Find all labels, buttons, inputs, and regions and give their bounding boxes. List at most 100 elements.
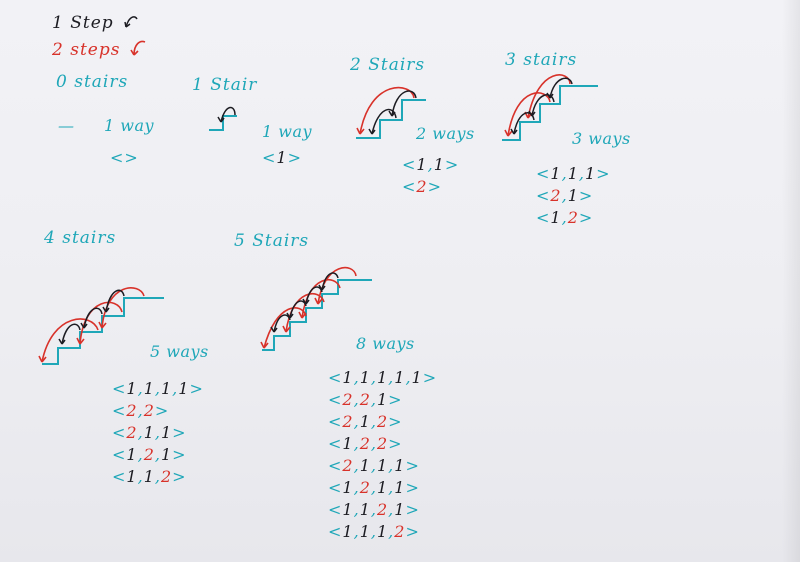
case-2-title: 2 Stairs <box>350 55 426 75</box>
sequence-step: 1 <box>126 445 138 464</box>
case-5-title: 5 Stairs <box>234 231 310 251</box>
sequence-step: 1 <box>376 368 389 387</box>
sequence-open-bracket: < <box>112 445 127 464</box>
sequence-close-bracket: > <box>388 390 403 409</box>
sequence-line: < 2 > <box>402 179 459 201</box>
sequence-line: < 1,1 > <box>402 157 459 179</box>
sequence-step: 2 <box>342 390 354 409</box>
sequence-step: 2 <box>143 401 155 420</box>
sequence-comma: , <box>137 423 144 442</box>
sequence-step: 1 <box>359 456 371 475</box>
sequence-comma: , <box>154 423 161 442</box>
sequence-comma: , <box>353 522 360 541</box>
sequence-step: 2 <box>342 456 354 475</box>
sequence-comma: , <box>137 467 144 486</box>
sequence-step: 1 <box>550 208 562 227</box>
case-4-title: 4 stairs <box>44 228 117 248</box>
sequence-comma: , <box>154 467 161 486</box>
sequence-comma: , <box>388 522 395 541</box>
sequence-line: < 2,1 > <box>536 188 611 210</box>
three-stairs-drawing <box>502 74 598 141</box>
case-1-title: 1 Stair <box>192 75 258 95</box>
case-0-ways: 1 way <box>104 116 155 135</box>
sequence-step: 2 <box>160 467 173 486</box>
sequence-open-bracket: < <box>328 368 343 387</box>
sequence-step: 2 <box>550 186 562 205</box>
sequence-step: 1 <box>584 164 597 183</box>
sequence-close-bracket: > <box>422 368 438 387</box>
sequence-step: 1 <box>160 445 173 464</box>
sequence-step: 1 <box>567 186 579 205</box>
sequence-comma: , <box>154 379 161 398</box>
sequence-line: < 1,1,1,1,1 > <box>328 370 437 392</box>
case-1-ways: 1 way <box>262 122 313 141</box>
sequence-line: < > <box>110 150 139 172</box>
case-3-ways: 3 ways <box>572 129 631 148</box>
sequence-step: 1 <box>394 456 406 475</box>
sequence-step: 2 <box>143 445 155 464</box>
sequence-comma: , <box>388 500 395 519</box>
sequence-step: 1 <box>342 434 354 453</box>
legend-two-steps-text: 2 steps <box>52 40 121 60</box>
sequence-open-bracket: < <box>112 379 127 398</box>
sequence-step: 1 <box>376 456 389 475</box>
sequence-close-bracket: > <box>427 177 442 196</box>
sequence-step: 1 <box>342 522 354 541</box>
sequence-comma: , <box>353 390 360 409</box>
four-stairs-drawing <box>38 287 164 365</box>
sequence-comma: , <box>405 368 412 387</box>
sequence-close-bracket: > <box>287 148 302 167</box>
sequence-open-bracket: < <box>536 208 551 227</box>
sequence-open-bracket: < <box>112 467 127 486</box>
legend-one-step-label: 1 Step <box>52 10 138 33</box>
sequence-comma: , <box>154 445 161 464</box>
case-5-sequences: < 1,1,1,1,1 >< 2,2,1 >< 2,1,2 >< 1,2,2 >… <box>328 370 437 546</box>
sequence-comma: , <box>370 412 377 431</box>
sequence-open-bracket: < <box>328 456 343 475</box>
sequence-line: < 2,1,2 > <box>328 414 437 436</box>
sequence-comma: , <box>353 368 360 387</box>
sequence-close-bracket: > <box>172 423 187 442</box>
sequence-comma: , <box>137 379 144 398</box>
sequence-step: 1 <box>567 164 579 183</box>
sequence-open-bracket: < <box>536 164 551 183</box>
legend-one-step-text: 1 Step <box>52 13 114 33</box>
sequence-step: 1 <box>394 478 406 497</box>
sequence-line: < 1,1,1,2 > <box>328 524 437 546</box>
sequence-open-bracket: < <box>402 177 417 196</box>
sequence-open-bracket: < <box>402 155 417 174</box>
sequence-step: 1 <box>376 522 389 541</box>
sequence-line: < 1,1,2,1 > <box>328 502 437 524</box>
sequence-close-bracket: > <box>405 522 420 541</box>
sequence-step: 2 <box>567 208 579 227</box>
sequence-comma: , <box>427 155 434 174</box>
one-stair-drawing <box>209 106 237 131</box>
sequence-step: 1 <box>276 148 288 167</box>
sequence-step: 1 <box>160 423 173 442</box>
sequence-line: < 2,2,1 > <box>328 392 437 414</box>
sequence-close-bracket: > <box>405 478 420 497</box>
sequence-step: 2 <box>126 423 138 442</box>
sequence-open-bracket: < <box>328 522 343 541</box>
sequence-step: 1 <box>126 379 138 398</box>
sequence-comma: , <box>370 434 377 453</box>
sequence-step: 1 <box>416 155 428 174</box>
sequence-step: 1 <box>433 155 445 174</box>
sequence-step: 1 <box>342 368 354 387</box>
sequence-step: 1 <box>178 379 190 398</box>
sequence-comma: , <box>370 368 377 387</box>
sequence-close-bracket: > <box>578 186 594 205</box>
sequence-step: 2 <box>359 390 371 409</box>
black-arrow-icon <box>124 16 138 28</box>
sequence-step: 2 <box>376 500 389 519</box>
sequence-close-bracket: > <box>596 164 611 183</box>
sequence-line: < 1,2,2 > <box>328 436 437 458</box>
sequence-comma: , <box>353 478 360 497</box>
sequence-close-bracket: > <box>578 208 594 227</box>
case-4-sequences: < 1,1,1,1 >< 2,2 >< 2,1,1 >< 1,2,1 >< 1,… <box>112 381 204 491</box>
sequence-step: 1 <box>143 467 155 486</box>
sequence-comma: , <box>561 164 568 183</box>
sequence-line: < 1,1,1 > <box>536 166 611 188</box>
sequence-comma: , <box>353 500 360 519</box>
